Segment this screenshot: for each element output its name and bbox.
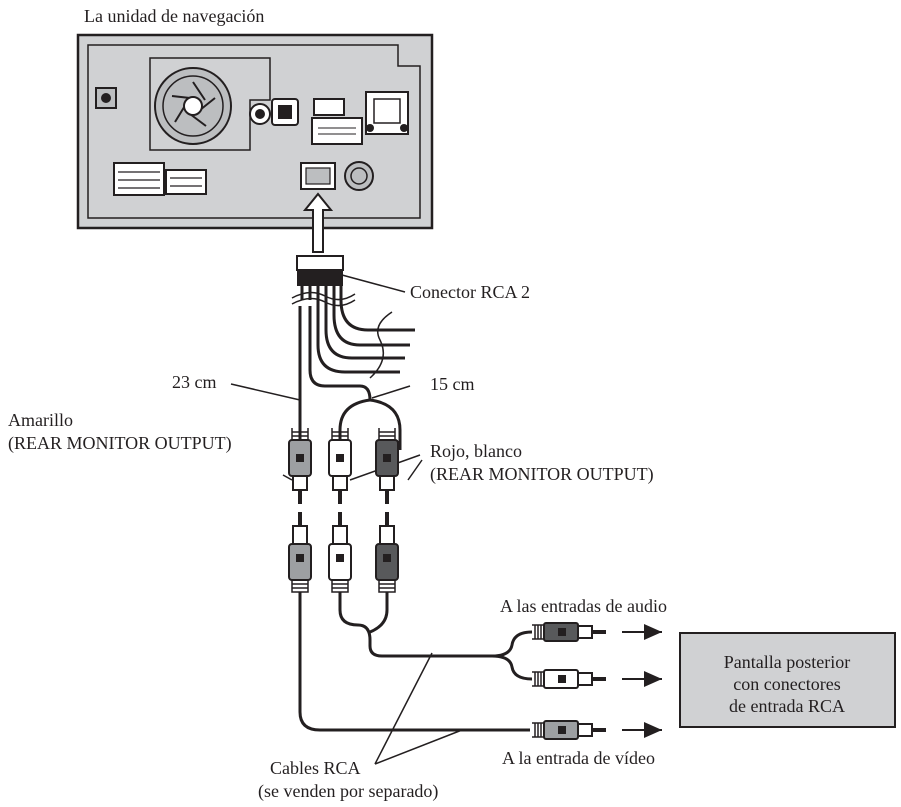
harness-lower-wires — [298, 306, 402, 450]
navigation-unit — [76, 33, 434, 230]
power-connector-icon — [113, 162, 207, 196]
harness-wires — [300, 286, 415, 374]
yellow-label: Amarillo — [8, 410, 73, 430]
antenna-jack-icon — [95, 87, 117, 109]
insert-arrow-icon — [302, 192, 334, 253]
length-23-label: 23 cm — [172, 372, 217, 392]
rear-display: Pantalla posterior con conectores de ent… — [679, 632, 896, 728]
round-knob-icon — [344, 161, 374, 191]
direction-arrows — [622, 624, 662, 738]
red-cable-plug-icon — [375, 511, 399, 593]
cable-plugs — [288, 511, 399, 593]
audio-red-end-plug-icon — [531, 622, 607, 642]
side-connector-icon — [365, 91, 409, 135]
square-port-icon — [271, 98, 299, 126]
video-end-plug-icon — [531, 720, 607, 740]
end-plugs — [531, 622, 607, 740]
sold-separately-label: (se venden por separado) — [258, 781, 438, 802]
video-input-label: A la entrada de vídeo — [502, 748, 655, 768]
redwhite-output-label: (REAR MONITOR OUTPUT) — [430, 464, 654, 485]
leader-lines — [230, 274, 463, 765]
rca-cables-label: Cables RCA — [270, 758, 361, 778]
rear-display-line2: con conectores — [733, 674, 840, 694]
red-plug-icon — [375, 427, 399, 505]
rca-connector-label: Conector RCA 2 — [410, 282, 530, 302]
wire-break — [291, 291, 393, 379]
rca-connector-2 — [296, 255, 344, 286]
rear-display-line1: Pantalla posterior — [724, 652, 850, 672]
harness-plugs — [288, 427, 399, 505]
white-plug-icon — [328, 427, 352, 505]
fan-icon — [171, 81, 216, 127]
yellow-plug-icon — [288, 427, 312, 505]
audio-white-end-plug-icon — [531, 669, 607, 689]
unit-title: La unidad de navegación — [84, 6, 264, 26]
yellow-cable-plug-icon — [288, 511, 312, 593]
rear-display-line3: de entrada RCA — [729, 696, 845, 716]
multi-pin-port-icon — [311, 98, 363, 145]
round-port-icon — [249, 103, 271, 125]
rca-port-icon — [300, 162, 336, 190]
white-cable-plug-icon — [328, 511, 352, 593]
redwhite-label: Rojo, blanco — [430, 441, 522, 461]
yellow-output-label: (REAR MONITOR OUTPUT) — [8, 433, 232, 454]
audio-inputs-label: A las entradas de audio — [500, 596, 667, 616]
rca-cables — [298, 592, 533, 732]
length-15-label: 15 cm — [430, 374, 475, 394]
